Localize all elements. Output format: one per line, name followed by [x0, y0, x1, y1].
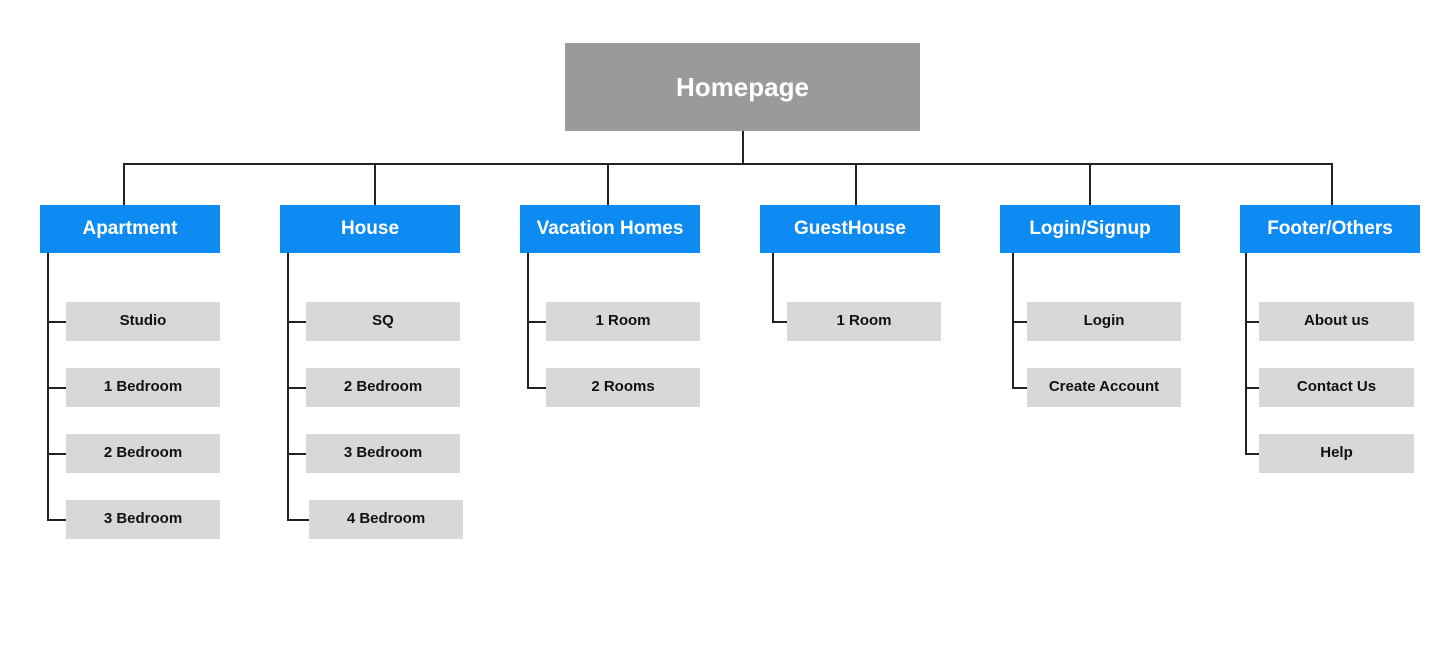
connector-root-stem	[742, 131, 744, 163]
connector-spine-apartment	[47, 253, 49, 520]
node-section-apartment[interactable]: Apartment	[40, 205, 220, 253]
node-leaf-footer-others-contact-us[interactable]: Contact Us	[1259, 368, 1414, 407]
connector-elbow-apartment-2-bedroom-2	[47, 453, 66, 455]
connector-elbow-vacation-homes-1-room-0	[527, 321, 546, 323]
connector-elbow-login-signup-login-0	[1012, 321, 1027, 323]
connector-elbow-footer-others-help-2	[1245, 453, 1259, 455]
connector-drop-guesthouse	[855, 163, 857, 205]
connector-elbow-house-4-bedroom-3	[287, 519, 309, 521]
connector-elbow-apartment-1-bedroom-1	[47, 387, 66, 389]
connector-elbow-apartment-studio-0	[47, 321, 66, 323]
connector-elbow-house-sq-0	[287, 321, 306, 323]
connector-elbow-apartment-3-bedroom-3	[47, 519, 66, 521]
connector-spine-vacation-homes	[527, 253, 529, 388]
node-leaf-apartment-studio[interactable]: Studio	[66, 302, 220, 341]
connector-elbow-house-2-bedroom-1	[287, 387, 306, 389]
connector-drop-vacation-homes	[607, 163, 609, 205]
connector-spine-house	[287, 253, 289, 520]
node-leaf-apartment-2-bedroom[interactable]: 2 Bedroom	[66, 434, 220, 473]
node-section-footer-others[interactable]: Footer/Others	[1240, 205, 1420, 253]
connector-elbow-footer-others-contact-us-1	[1245, 387, 1259, 389]
connector-elbow-house-3-bedroom-2	[287, 453, 306, 455]
node-leaf-house-3-bedroom[interactable]: 3 Bedroom	[306, 434, 460, 473]
node-leaf-house-2-bedroom[interactable]: 2 Bedroom	[306, 368, 460, 407]
node-section-guesthouse[interactable]: GuestHouse	[760, 205, 940, 253]
connector-elbow-footer-others-about-us-0	[1245, 321, 1259, 323]
node-leaf-apartment-3-bedroom[interactable]: 3 Bedroom	[66, 500, 220, 539]
connector-elbow-vacation-homes-2-rooms-1	[527, 387, 546, 389]
connector-drop-apartment	[123, 163, 125, 205]
node-leaf-login-signup-create-account[interactable]: Create Account	[1027, 368, 1181, 407]
connector-drop-login-signup	[1089, 163, 1091, 205]
connector-spine-login-signup	[1012, 253, 1014, 388]
connector-bus	[123, 163, 1333, 165]
connector-drop-footer-others	[1331, 163, 1333, 205]
node-leaf-footer-others-about-us[interactable]: About us	[1259, 302, 1414, 341]
node-leaf-house-sq[interactable]: SQ	[306, 302, 460, 341]
node-leaf-footer-others-help[interactable]: Help	[1259, 434, 1414, 473]
node-leaf-guesthouse-1-room[interactable]: 1 Room	[787, 302, 941, 341]
connector-spine-footer-others	[1245, 253, 1247, 454]
connector-spine-guesthouse	[772, 253, 774, 322]
node-leaf-house-4-bedroom[interactable]: 4 Bedroom	[309, 500, 463, 539]
connector-elbow-guesthouse-1-room-0	[772, 321, 787, 323]
node-leaf-login-signup-login[interactable]: Login	[1027, 302, 1181, 341]
connector-drop-house	[374, 163, 376, 205]
connector-elbow-login-signup-create-account-1	[1012, 387, 1027, 389]
node-section-login-signup[interactable]: Login/Signup	[1000, 205, 1180, 253]
node-section-vacation-homes[interactable]: Vacation Homes	[520, 205, 700, 253]
node-section-house[interactable]: House	[280, 205, 460, 253]
node-leaf-vacation-homes-1-room[interactable]: 1 Room	[546, 302, 700, 341]
node-leaf-vacation-homes-2-rooms[interactable]: 2 Rooms	[546, 368, 700, 407]
node-leaf-apartment-1-bedroom[interactable]: 1 Bedroom	[66, 368, 220, 407]
node-homepage[interactable]: Homepage	[565, 43, 920, 131]
